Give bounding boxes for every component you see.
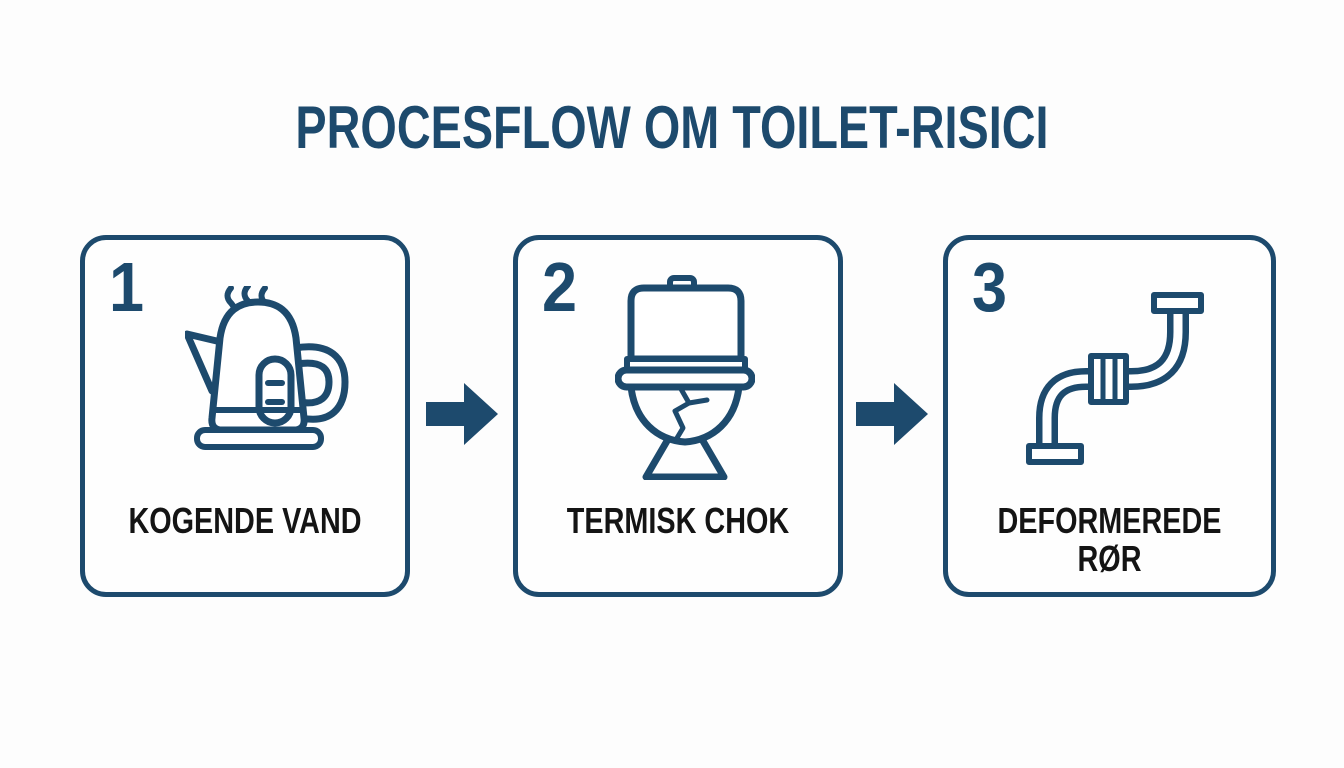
kettle-steam-icon — [185, 286, 349, 450]
deformed-pipe-icon — [1026, 292, 1204, 465]
step-box-1: 1 KOGENDE VAND — [80, 235, 410, 597]
cracked-toilet-icon — [615, 275, 755, 480]
step-number-1: 1 — [109, 248, 145, 326]
step-number-2: 2 — [542, 248, 578, 326]
page-title: PROCESFLOW OM TOILET-RISICI — [295, 94, 1049, 161]
step-label-2: TERMISK CHOK — [566, 500, 790, 541]
step-box-2: 2 TERMISK CHOK — [513, 235, 843, 597]
step-number-3: 3 — [972, 248, 1008, 326]
step-label-1: KOGENDE VAND — [128, 500, 362, 541]
arrow-right-icon — [856, 383, 928, 445]
step-box-3: 3 DEFORMEREDE RØR — [943, 235, 1276, 597]
step-label-3: DEFORMEREDE RØR — [997, 500, 1222, 579]
arrow-right-icon — [426, 383, 498, 445]
